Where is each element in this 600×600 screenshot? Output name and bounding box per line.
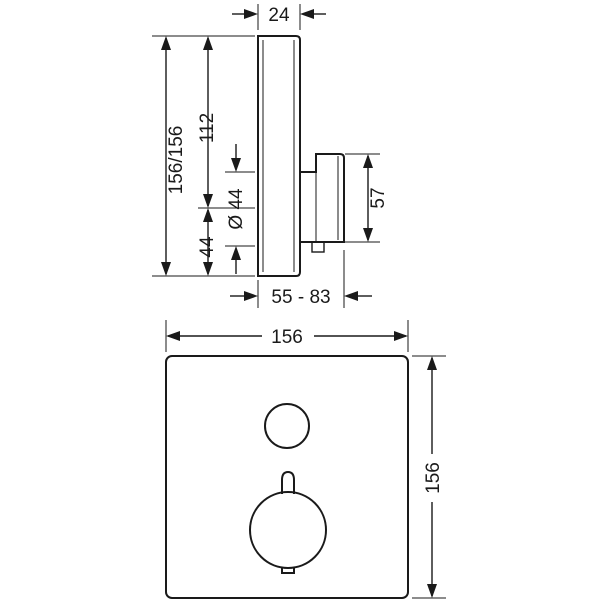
dim-lower-offset-label: 44 <box>197 236 218 258</box>
plate-profile <box>257 35 301 277</box>
dim-total-height-label: 156/156 <box>166 126 187 195</box>
thermostat-knob <box>249 491 327 569</box>
dim-plate-height-label: 156 <box>423 462 444 494</box>
front-view: 156 156 <box>165 320 446 599</box>
side-view: 24 156/156 112 44 Ø 44 57 55 - 83 <box>152 4 389 308</box>
thermostat-knob-indicator <box>281 470 295 494</box>
handle-knob-tip <box>311 241 325 253</box>
dim-handle-height-label: 57 <box>368 187 389 208</box>
dim-plate-width-label: 156 <box>271 327 303 348</box>
dim-depth-label: 24 <box>268 5 290 26</box>
dim-button-diameter-label: Ø 44 <box>226 188 247 230</box>
front-plate <box>165 355 409 599</box>
handle-profile <box>300 153 345 243</box>
thermostat-knob-lower-tab <box>281 567 295 574</box>
dim-depth-range-label: 55 - 83 <box>271 287 330 308</box>
dim-upper-height-label: 112 <box>197 113 218 143</box>
push-button <box>264 403 310 449</box>
